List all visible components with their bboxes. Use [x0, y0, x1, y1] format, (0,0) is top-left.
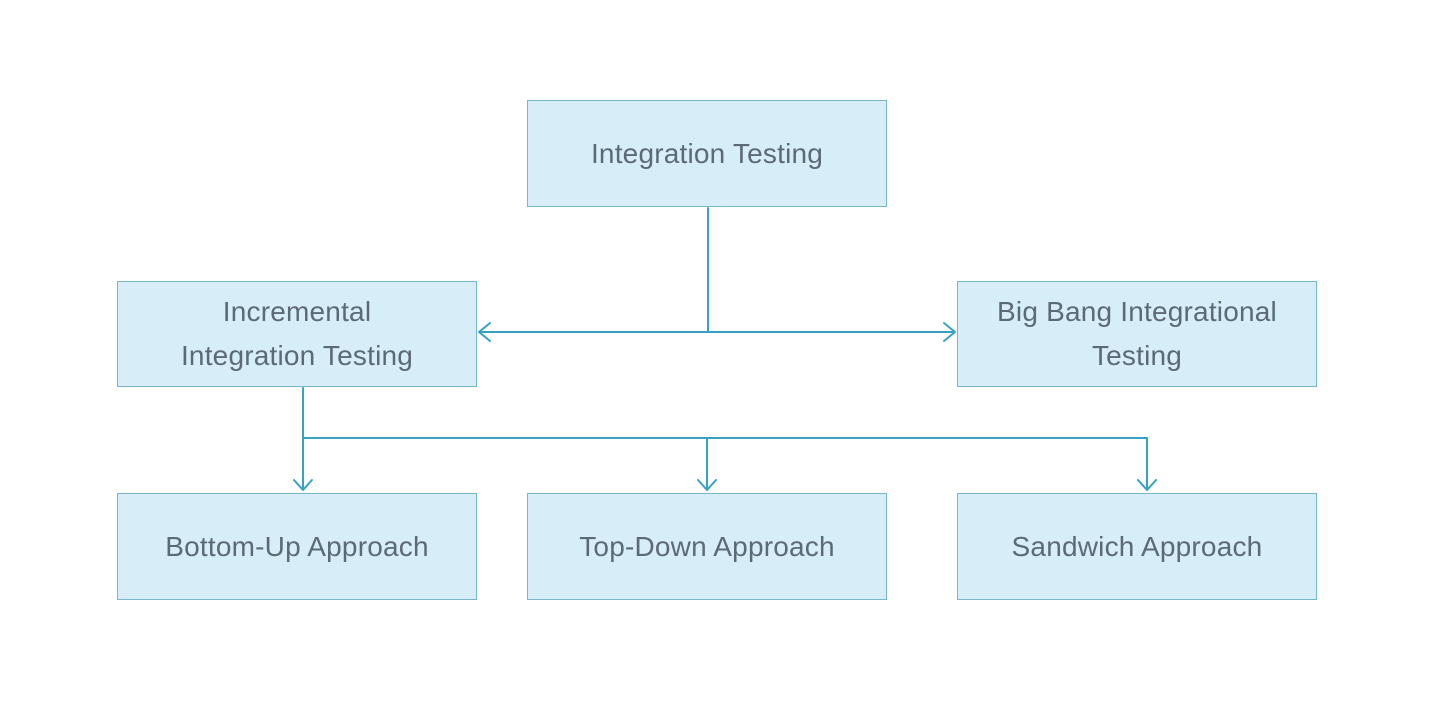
node-label: Top-Down Approach: [579, 530, 835, 562]
node-bottom-up-approach: Bottom-Up Approach: [117, 493, 477, 600]
node-label: Bottom-Up Approach: [165, 530, 429, 562]
node-label-line2: Integration Testing: [180, 340, 414, 371]
node-label: Integration Testing: [590, 137, 824, 169]
node-label-line1: Incremental: [222, 296, 372, 327]
node-label-line1: Big Bang Integrational: [997, 296, 1277, 327]
node-label-line2: Testing: [1091, 340, 1183, 371]
node-incremental-integration-testing: Incremental Integration Testing: [117, 281, 477, 387]
arrowhead-left-icon: [478, 322, 491, 342]
arrowhead-down-topdown-icon: [697, 479, 717, 491]
node-top-down-approach: Top-Down Approach: [527, 493, 887, 600]
node-big-bang-integrational-testing: Big Bang Integrational Testing: [957, 281, 1317, 387]
arrowhead-down-sandwich-icon: [1137, 479, 1157, 491]
arrowhead-right-icon: [943, 322, 956, 342]
arrowhead-down-bottomup-icon: [293, 479, 313, 491]
node-label: Sandwich Approach: [1011, 530, 1263, 562]
node-integration-testing: Integration Testing: [527, 100, 887, 207]
node-sandwich-approach: Sandwich Approach: [957, 493, 1317, 600]
